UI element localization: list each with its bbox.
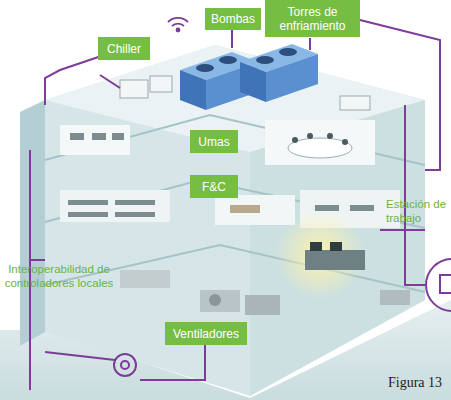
machinery-part xyxy=(120,270,170,288)
connection-icons-part xyxy=(440,275,451,293)
wifi-icon-part xyxy=(168,18,188,22)
network-wires-part xyxy=(45,352,115,360)
cooling-towers-part xyxy=(180,70,206,110)
office-interiors-part xyxy=(288,138,352,158)
building-walls-part xyxy=(250,100,425,396)
box-text: Torres de enfriamiento xyxy=(269,5,356,33)
chiller-units xyxy=(120,76,370,110)
box-text: Ventiladores xyxy=(173,327,239,341)
connection-icons xyxy=(114,259,451,376)
office-interiors-part xyxy=(342,139,348,145)
office-interiors-part xyxy=(60,190,170,222)
office-interiors-part xyxy=(292,137,298,143)
label-box: Bombas xyxy=(205,8,261,30)
network-wires-part xyxy=(425,95,440,170)
network-wires-part xyxy=(309,38,311,50)
machinery xyxy=(120,270,410,315)
office-interiors-part xyxy=(215,195,295,225)
office-interiors-part xyxy=(92,133,106,140)
office-interiors-part xyxy=(330,242,342,251)
office-interiors-part xyxy=(305,250,365,270)
network-wires-part xyxy=(100,75,120,88)
office-interiors-part xyxy=(327,133,333,139)
wifi-icon-part xyxy=(172,24,184,26)
cooling-towers-part xyxy=(240,62,266,102)
network-wires-part xyxy=(380,229,425,231)
chiller-units-part xyxy=(340,96,370,110)
box-text: Chiller xyxy=(107,42,141,56)
label-box: Umas xyxy=(190,130,238,153)
building-walls-part xyxy=(45,45,425,396)
network-wires-part xyxy=(231,30,233,48)
chiller-units-part xyxy=(120,80,148,98)
annotation-text: Estación de trabajo xyxy=(386,197,451,225)
wifi-icon-part xyxy=(177,29,180,32)
machinery-part xyxy=(200,290,240,312)
wifi-icon xyxy=(168,18,188,32)
office-interiors-part xyxy=(112,133,124,140)
office-interiors-part xyxy=(275,210,365,300)
cooling-towers-part xyxy=(266,54,318,102)
figure-caption: Figura 13 xyxy=(388,375,442,391)
connection-icons-part xyxy=(121,361,129,369)
network-wires-part xyxy=(140,345,205,380)
cooling-towers-part xyxy=(219,56,237,64)
label-box: F&C xyxy=(190,175,238,198)
box-text: F&C xyxy=(202,180,226,194)
cooling-towers-part xyxy=(256,56,274,64)
box-text: Umas xyxy=(198,135,229,149)
floor-slabs-part xyxy=(45,115,425,165)
label-box: Torres de enfriamiento xyxy=(265,0,360,37)
connection-icons-part xyxy=(114,354,136,376)
connection-icons-part xyxy=(426,259,451,311)
office-interiors-part xyxy=(115,200,155,205)
office-interiors-part xyxy=(68,200,108,205)
annotation-text: Interoperabilidad de controladores local… xyxy=(2,262,116,290)
office-interiors-part xyxy=(115,212,155,217)
label-box: Chiller xyxy=(98,37,150,60)
label-box: Ventiladores xyxy=(165,322,247,345)
network-wires-part xyxy=(405,105,425,285)
building-walls xyxy=(20,45,425,396)
office-interiors-part xyxy=(307,133,313,139)
office-interiors-part xyxy=(70,133,84,140)
office-interiors xyxy=(60,120,400,300)
office-interiors-part xyxy=(310,242,322,251)
office-interiors-part xyxy=(60,125,130,155)
office-interiors-part xyxy=(68,212,108,217)
office-interiors-part xyxy=(230,205,260,213)
office-interiors-part xyxy=(350,205,374,211)
box-text: Bombas xyxy=(211,12,255,26)
cooling-towers-part xyxy=(196,64,214,72)
machinery-part xyxy=(209,294,221,306)
network-wires-part xyxy=(30,259,45,261)
machinery-part xyxy=(380,290,410,305)
building-walls-part xyxy=(20,100,45,346)
chiller-units-part xyxy=(150,76,172,92)
machinery-part xyxy=(245,295,280,315)
network-wires-part xyxy=(360,20,440,95)
office-interiors-part xyxy=(265,120,375,165)
cooling-towers-part xyxy=(279,48,297,56)
cooling-towers xyxy=(180,44,318,110)
network-wires xyxy=(30,20,440,390)
